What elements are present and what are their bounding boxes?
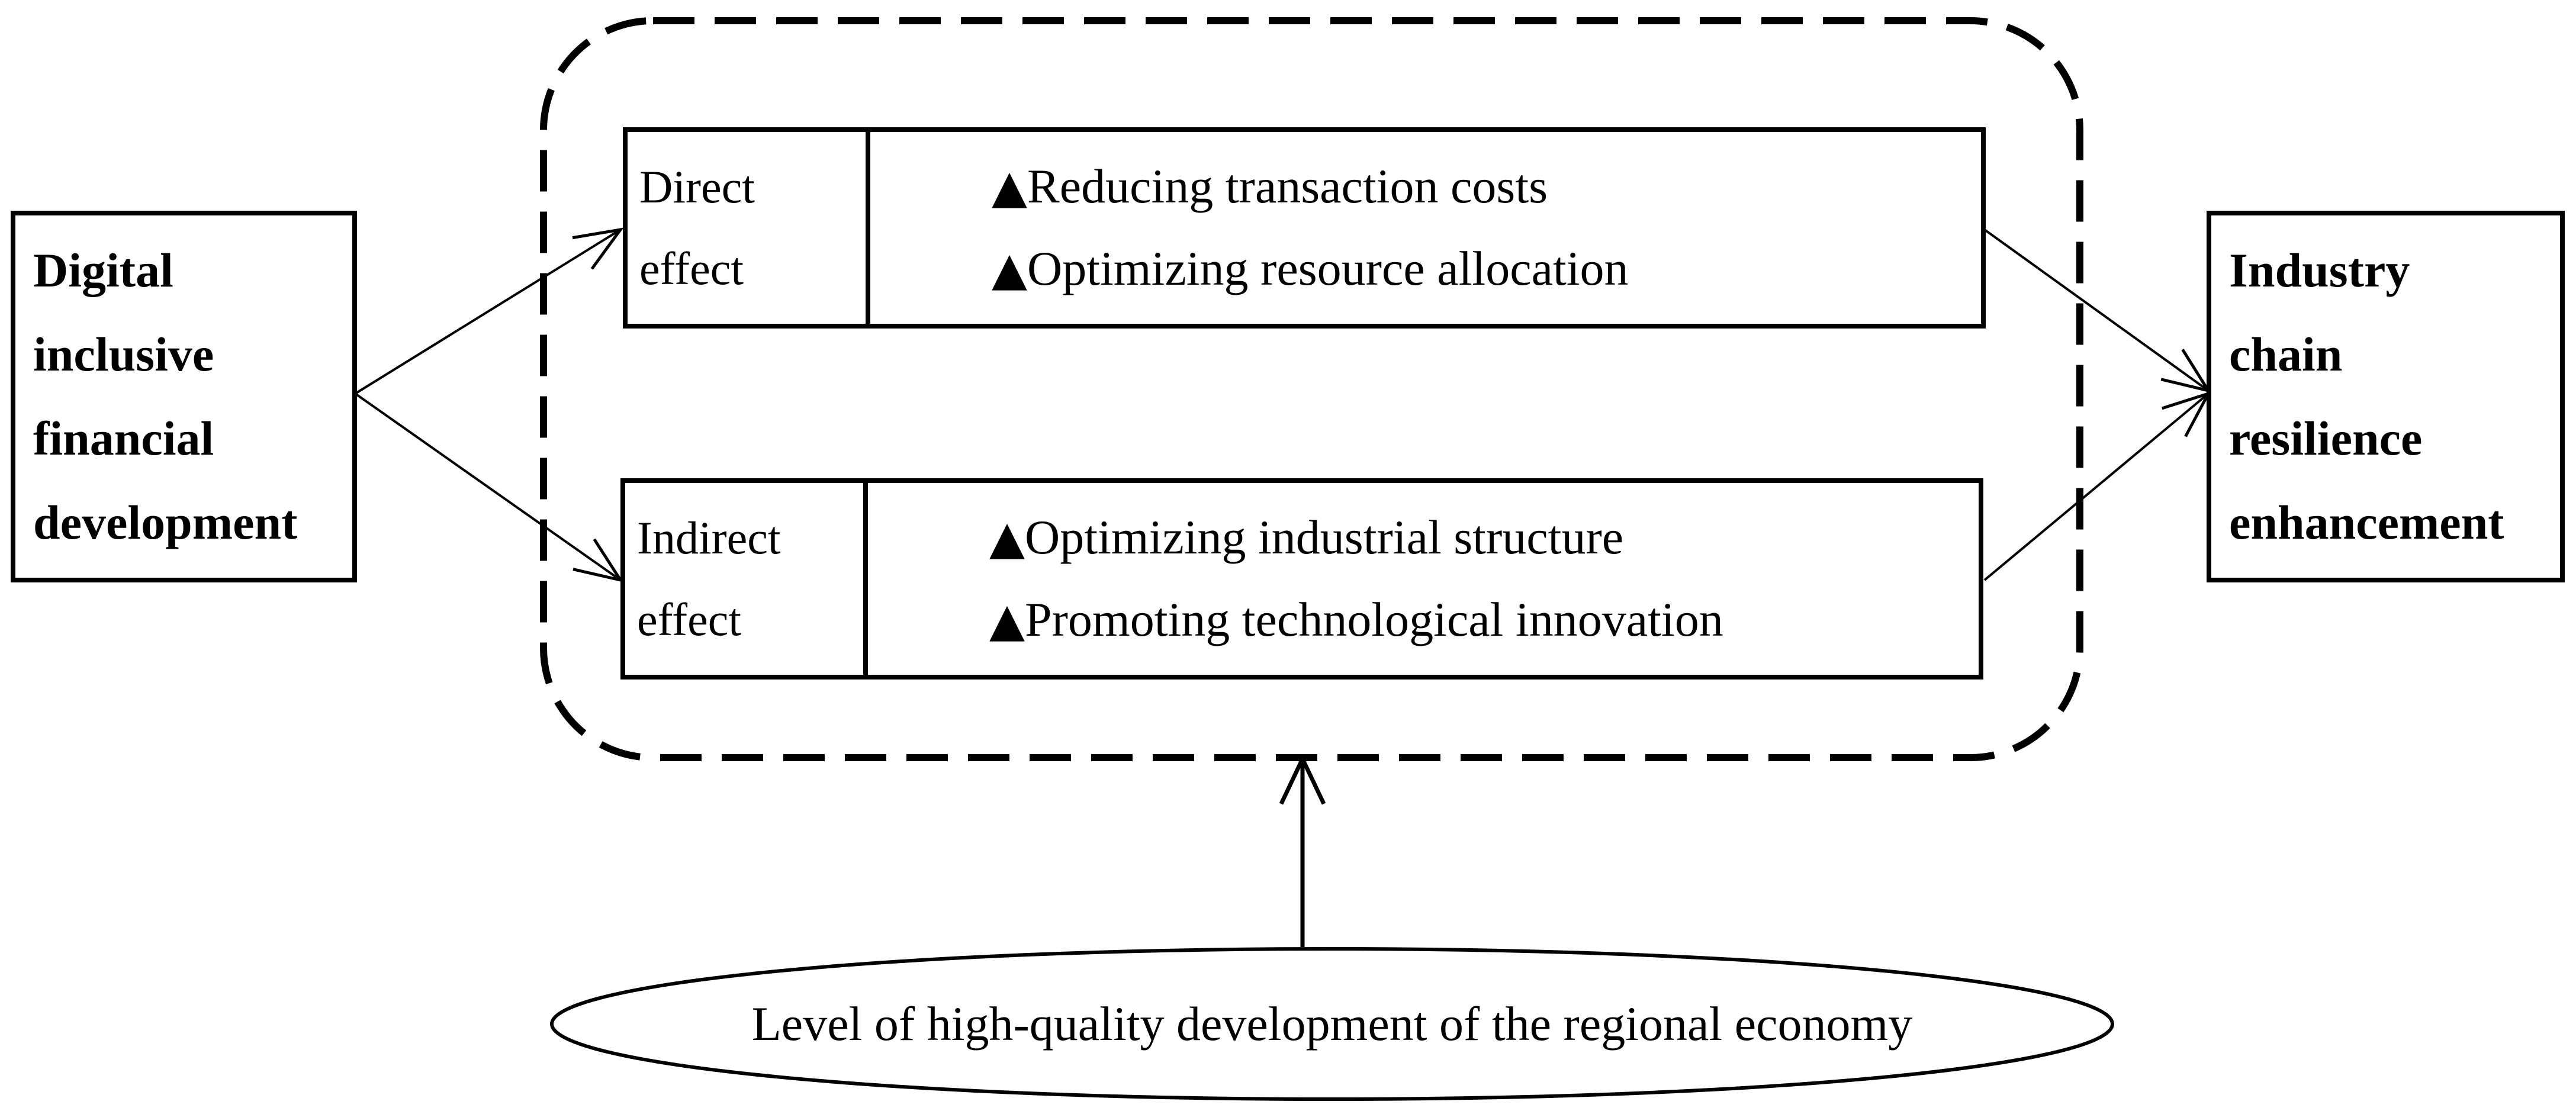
indirect-effect-box: Indirect effect ▲Optimizing industrial s… [620, 478, 1983, 680]
direct-effect-label: Direct effect [628, 132, 870, 324]
direct-effect-items: ▲Reducing transaction costs ▲Optimizing … [870, 132, 1981, 324]
indirect-effect-label-line: Indirect [637, 512, 781, 563]
direct-effect-label-line: Direct [639, 161, 755, 212]
effect-item: ▲Reducing transaction costs [992, 146, 1981, 228]
moderator-ellipse [550, 947, 2114, 1101]
arrow-indirect-to-target [1983, 391, 2212, 581]
target-node-line: resilience [2229, 411, 2423, 465]
indirect-effect-label-line: effect [637, 594, 742, 645]
target-node: Industry chain resilience enhancement [2207, 211, 2565, 582]
triangle-bullet-icon: ▲ [989, 594, 1025, 647]
arrow-direct-to-target [1983, 228, 2212, 393]
source-node-line: development [33, 495, 298, 549]
target-node-line: Industry [2229, 243, 2410, 297]
indirect-effect-label: Indirect effect [625, 483, 868, 675]
source-node-line: financial [33, 411, 214, 465]
moderator-label-text: Level of high-quality development of the… [751, 997, 1913, 1051]
direct-effect-label-line: effect [639, 243, 744, 294]
source-node-line: Digital [33, 243, 173, 297]
effect-item-text: Optimizing industrial structure [1025, 510, 1624, 564]
effect-item-text: Promoting technological innovation [1025, 592, 1723, 646]
direct-effect-box: Direct effect ▲Reducing transaction cost… [623, 127, 1986, 329]
moderator-label: Level of high-quality development of the… [551, 947, 2114, 1101]
indirect-effect-items: ▲Optimizing industrial structure ▲Promot… [868, 483, 1979, 675]
target-node-line: enhancement [2229, 495, 2504, 549]
triangle-bullet-icon: ▲ [992, 243, 1027, 296]
triangle-bullet-icon: ▲ [992, 160, 1027, 214]
triangle-bullet-icon: ▲ [989, 511, 1025, 565]
effect-item: ▲Optimizing industrial structure [989, 497, 1979, 579]
effect-item: ▲Optimizing resource allocation [992, 228, 1981, 310]
arrow-source-to-indirect [354, 392, 624, 582]
target-node-line: chain [2229, 327, 2343, 381]
effect-item-text: Optimizing resource allocation [1027, 241, 1629, 295]
arrow-source-to-direct [354, 227, 624, 395]
source-node: Digital inclusive financial development [11, 211, 357, 582]
effect-item: ▲Promoting technological innovation [989, 579, 1979, 661]
effect-item-text: Reducing transaction costs [1027, 159, 1548, 213]
source-node-line: inclusive [33, 327, 214, 381]
